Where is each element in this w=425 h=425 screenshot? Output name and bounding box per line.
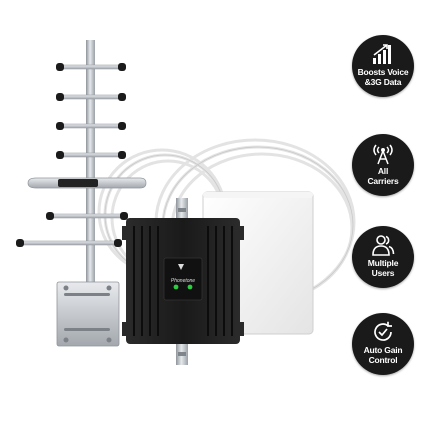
feature-label: All Carriers <box>367 166 399 186</box>
feature-badge-users: Multiple Users <box>352 226 414 288</box>
feature-label: Boosts Voice &3G Data <box>357 67 409 87</box>
feature-label: Multiple Users <box>367 258 399 278</box>
auto-gain-icon <box>374 321 392 341</box>
antenna-tower-icon <box>373 144 393 165</box>
brand-label: Phonetone <box>171 278 195 284</box>
signal-bars-icon <box>373 44 391 64</box>
signal-booster-amplifier: Phonetone <box>122 198 244 365</box>
power-led <box>173 284 179 290</box>
yagi-antenna <box>16 40 147 347</box>
feature-badge-voice-data: Boosts Voice &3G Data <box>352 35 414 97</box>
users-icon <box>372 235 395 256</box>
feature-badge-auto-gain: Auto Gain Control <box>352 313 414 375</box>
feature-badge-carriers: All Carriers <box>352 134 414 196</box>
status-led <box>187 284 193 290</box>
feature-label: Auto Gain Control <box>363 345 403 365</box>
